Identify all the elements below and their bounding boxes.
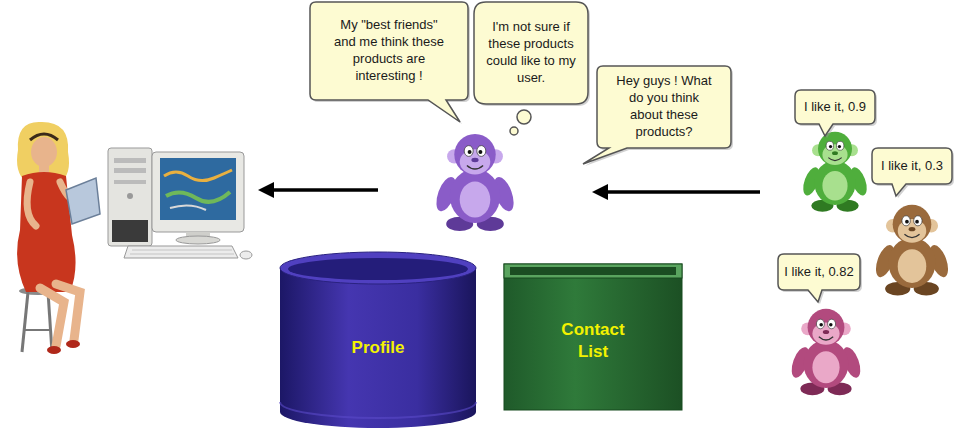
speech-bubble: I like it, 0.9 [795, 90, 875, 124]
purple-agent [432, 134, 517, 231]
computer [108, 148, 252, 259]
bubble-text: I like it, 0.3 [881, 158, 943, 175]
speech-bubble: Hey guys ! What do you think about these… [597, 66, 731, 148]
thought-dot [510, 127, 518, 135]
speech-bubble: I like it, 0.82 [778, 254, 860, 290]
flow-arrow [258, 182, 378, 198]
box-label: Contact List [553, 319, 633, 363]
bubble-text: I like it, 0.82 [784, 264, 853, 281]
pink-agent [788, 309, 864, 395]
thought-bubble: I'm not sure if these products could lik… [474, 2, 588, 104]
bubble-text: I'm not sure if these products could lik… [478, 19, 584, 87]
container-box: Contact List [504, 264, 682, 410]
brown-agent [872, 205, 951, 296]
cylinder-label: Profile [352, 337, 405, 359]
woman-figure [17, 122, 100, 354]
bubble-text: Hey guys ! What do you think about these… [615, 73, 713, 141]
flow-arrow [592, 184, 760, 200]
database-cylinder: Profile [280, 252, 476, 428]
speech-bubble: My "best friends" and me think these pro… [310, 2, 468, 100]
speech-bubble: I like it, 0.3 [872, 148, 952, 184]
bubble-text: My "best friends" and me think these pro… [332, 17, 446, 85]
bubble-text: I like it, 0.9 [804, 99, 866, 116]
green-agent [800, 132, 870, 212]
thought-dot [517, 110, 531, 124]
